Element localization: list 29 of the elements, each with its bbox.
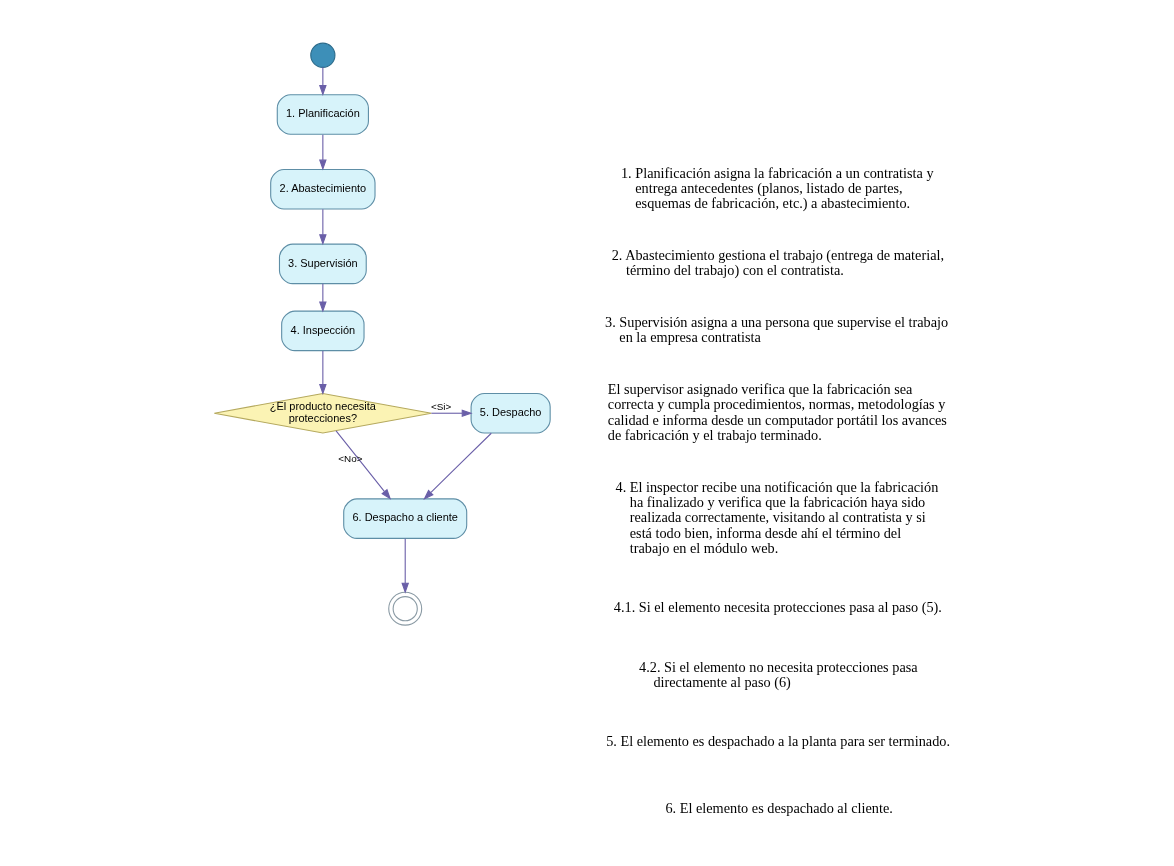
node-circle [387, 591, 422, 626]
arrow [422, 432, 492, 500]
arrow [318, 208, 327, 246]
label: 6. El elemento es despachado al cliente. [664, 800, 893, 817]
label: 4.1. Si el elemento necesita protecciones pasa al paso (5). [613, 599, 942, 616]
node-diamond: ¿El producto necesita protecciones? [213, 392, 432, 434]
label: El supervisor asignado verifica que la fabricación sea correcta y cumpla procedimientos, normas, metodologías y calidad e informa desde un computador portátil los avances de fabricación y el trabajo terminado. [607, 380, 947, 444]
node-box: 4. Inspección [280, 310, 365, 352]
node-circle [309, 42, 335, 68]
label: 4. El inspector recibe una notificación que la fabricación ha finalizado y verifica que la fabricación haya sido realizada correctamente, visitando al contratista y si está todo bien, informa desde ahí el término del trabajo en el módulo web. [615, 478, 938, 557]
node-box: 6. Despacho a cliente [342, 498, 467, 539]
arrow [318, 134, 327, 171]
label: 2. Abastecimiento gestiona el trabajo (entrega de material, término del trabajo) con el contratista. [611, 246, 944, 279]
arrow [318, 350, 327, 395]
node-box: 3. Supervisión [278, 243, 367, 285]
label: 3. Supervisión asigna a una persona que supervise el trabajo en la empresa contratista [604, 313, 948, 346]
label: 5. El elemento es despachado a la planta para ser terminado. [605, 733, 950, 750]
arrow [335, 430, 391, 500]
arrow [400, 538, 409, 594]
node-box: 5. Despacho [470, 392, 551, 434]
edge-label: <No> [337, 452, 362, 464]
arrow [430, 409, 473, 418]
label: 4.2. Si el elemento no necesita protecciones pasa directamente al paso (6) [638, 658, 918, 691]
arrow [318, 283, 327, 313]
label: 1. Planificación asigna la fabricación a un contratista y entrega antecedentes (planos, listado de partes, esquemas de fabricación, etc.) a abastecimiento. [620, 164, 934, 212]
node-box: 2. Abastecimiento [269, 168, 376, 210]
arrow [318, 66, 327, 97]
node-box: 1. Planificación [276, 94, 369, 135]
edge-label: <Si> [430, 401, 451, 413]
